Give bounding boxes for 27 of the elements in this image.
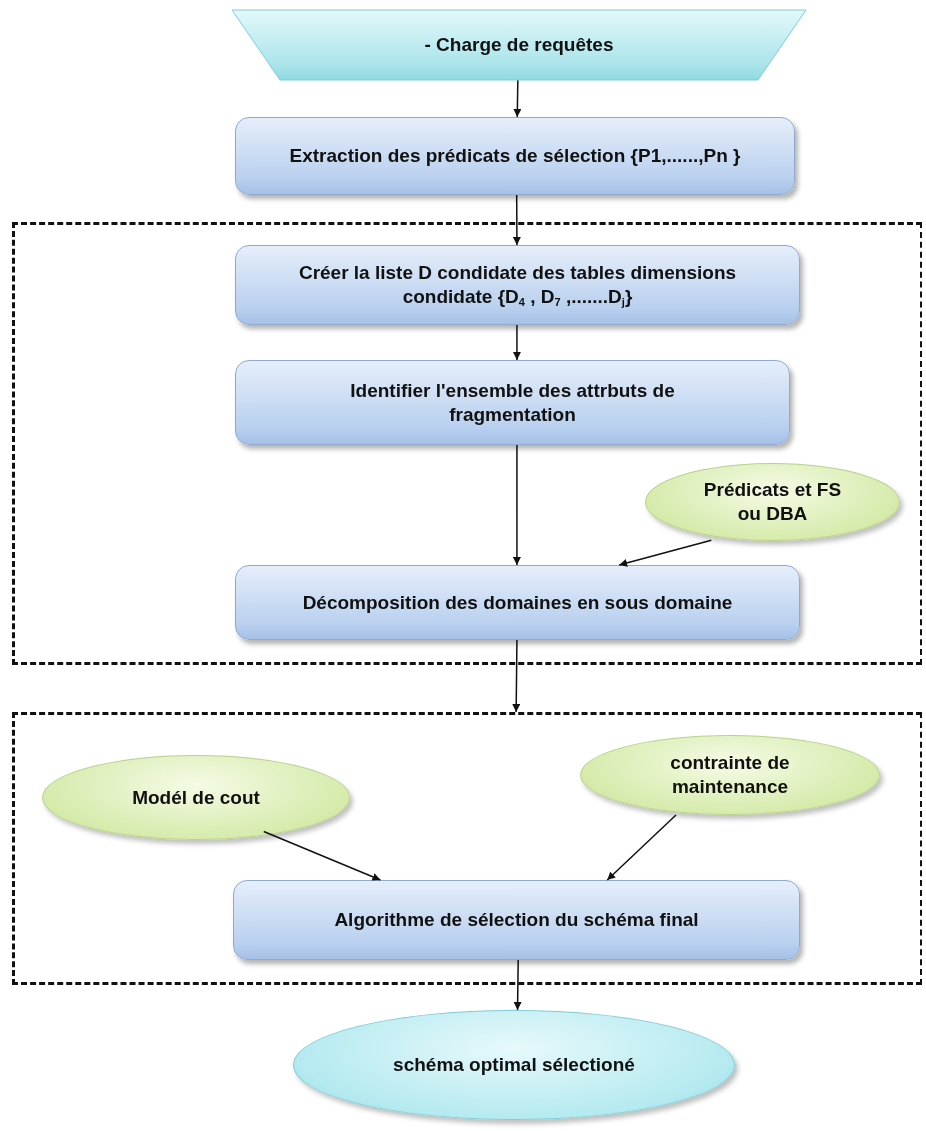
node-text: Modél de cout: [132, 785, 260, 810]
process-box: [235, 360, 790, 445]
node-text: - Charge de requêtes: [424, 33, 614, 57]
node-text: schéma optimal sélectioné: [393, 1053, 635, 1077]
node-text: Créer la liste D condidate des tables dimensions condidate {D$_{4}$ , D$_{7}$ ,.......D$_{j}$}: [297, 260, 738, 310]
arrow: [512, 194, 521, 246]
arrow: [263, 830, 382, 881]
process-box: [233, 880, 800, 960]
arrow: [513, 959, 522, 1011]
arrow: [606, 814, 677, 881]
node-text: Décomposition des domaines en sous domaine: [302, 590, 733, 615]
node-text: Prédicats et FS ou DBA: [702, 478, 843, 526]
node-text: contrainte de maintenance: [669, 751, 791, 799]
arrow: [512, 444, 521, 566]
arrow: [512, 324, 521, 361]
dashed-group-frame: [12, 712, 922, 985]
arrow: [618, 539, 713, 567]
arrow: [513, 79, 522, 118]
process-box: [235, 565, 800, 640]
input-trapezoid: [232, 10, 806, 80]
process-box: [235, 117, 795, 195]
process-box: [235, 245, 800, 325]
dashed-group-frame: [12, 222, 922, 665]
arrow: [512, 639, 521, 713]
node-text: Identifier l'ensemble des attrbuts de fragmentation: [349, 378, 676, 427]
node-text: Algorithme de sélection du schéma final: [334, 908, 699, 932]
node-text: Extraction des prédicats de sélection {P1,......,Pn }: [289, 144, 741, 168]
